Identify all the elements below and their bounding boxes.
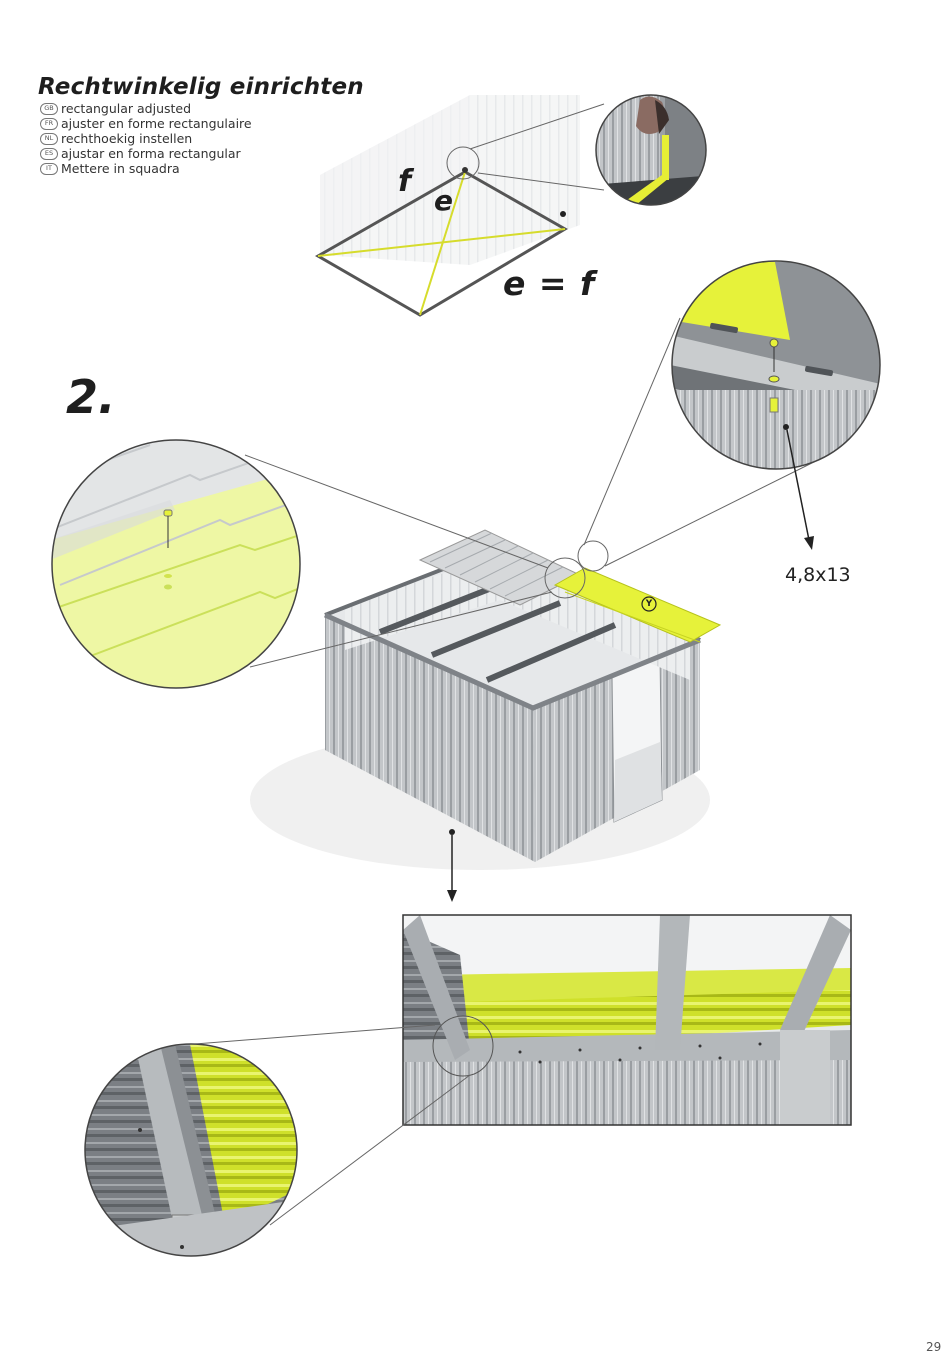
translation-row: ES ajustar en forma rectangular bbox=[40, 146, 252, 161]
interior-roof-view bbox=[194, 914, 852, 1226]
shed-illustration bbox=[244, 317, 829, 902]
zoom-detail-beam-joint bbox=[85, 1044, 297, 1256]
step-number: 2. bbox=[66, 370, 116, 424]
callout-line-shape bbox=[477, 172, 605, 191]
language-badge-icon: IT bbox=[40, 162, 58, 175]
translation-text: ajuster en forme rectangulaire bbox=[61, 116, 252, 131]
zoom-ring-shape bbox=[671, 260, 881, 470]
zoom-detail-tape-measure bbox=[596, 95, 706, 205]
squaring-diagram bbox=[314, 94, 707, 317]
corner-dot-shape bbox=[560, 211, 566, 217]
ridge-panel-shape bbox=[553, 567, 722, 643]
corner-dot-shape bbox=[462, 167, 468, 173]
faded-wall-shape bbox=[320, 95, 470, 255]
translation-row: IT Mettere in squadra bbox=[40, 161, 252, 176]
translation-row: FR ajuster en forme rectangulaire bbox=[40, 116, 252, 131]
translation-list: GB rectangular adjusted FR ajuster en fo… bbox=[40, 101, 252, 176]
page-number: 29 bbox=[926, 1340, 942, 1354]
diagonal-e-shape bbox=[419, 171, 466, 316]
diagonal-f-shape bbox=[317, 228, 566, 257]
part-marker-ring-shape bbox=[641, 596, 657, 612]
language-badge-icon: FR bbox=[40, 117, 58, 130]
zoom-detail-roof-panels bbox=[52, 440, 300, 688]
translation-row: GB rectangular adjusted bbox=[40, 101, 252, 116]
callout-line-shape bbox=[469, 103, 605, 150]
language-badge-icon: NL bbox=[40, 132, 58, 145]
page-title: Rechtwinkelig einrichten bbox=[38, 74, 364, 100]
diagonal-equation: e = f bbox=[503, 264, 596, 303]
language-badge-icon: GB bbox=[40, 102, 58, 115]
translation-text: rechthoekig instellen bbox=[61, 131, 193, 146]
diagonal-label-e: e bbox=[434, 184, 453, 217]
zoom-ring-shape bbox=[595, 94, 707, 206]
language-badge-icon: ES bbox=[40, 147, 58, 160]
zoom-ring-shape bbox=[51, 439, 301, 689]
zoom-detail-ridge-screw bbox=[672, 261, 880, 469]
callout-ring-shape bbox=[446, 146, 480, 180]
part-marker-label: Y bbox=[645, 599, 653, 609]
front-wall-shape bbox=[325, 615, 535, 862]
screw-size-label: 4,8x13 bbox=[785, 564, 851, 586]
translation-text: Mettere in squadra bbox=[61, 161, 180, 176]
zoom-ring-shape bbox=[84, 1043, 298, 1257]
diagonal-label-f: f bbox=[398, 164, 412, 199]
translation-text: ajustar en forma rectangular bbox=[61, 146, 241, 161]
translation-row: NL rechthoekig instellen bbox=[40, 131, 252, 146]
translation-text: rectangular adjusted bbox=[61, 101, 192, 116]
